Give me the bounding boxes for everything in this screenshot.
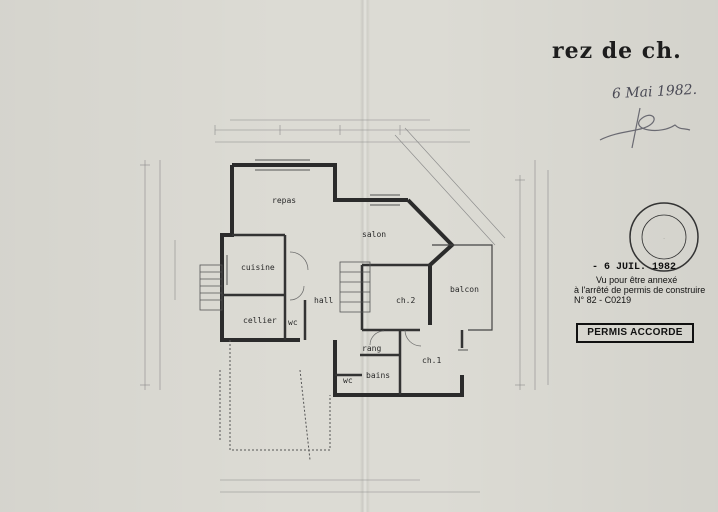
svg-text:·: · bbox=[663, 236, 664, 241]
stamp-text-line-1: Vu pour être annexé bbox=[596, 275, 678, 285]
room-label-ch1: ch.1 bbox=[422, 356, 442, 365]
stamp-text-line-2: à l'arrêté de permis de construire bbox=[574, 285, 706, 295]
signature-mark bbox=[599, 107, 691, 149]
room-label-rang: rang bbox=[362, 344, 382, 353]
room-label-cellier: cellier bbox=[243, 316, 277, 325]
room-label-wc-2: wc bbox=[343, 376, 353, 385]
room-label-hall: hall bbox=[314, 296, 334, 305]
room-label-wc-1: wc bbox=[288, 318, 298, 327]
room-label-bains: bains bbox=[366, 371, 391, 380]
stamp-permit-number: N° 82 - C0219 bbox=[574, 295, 632, 305]
permis-accorde-stamp: PERMIS ACCORDE bbox=[576, 323, 694, 343]
paper-fold bbox=[360, 0, 370, 512]
room-label-salon: salon bbox=[362, 230, 387, 239]
room-label-repas: repas bbox=[272, 196, 297, 205]
official-seal: · bbox=[629, 202, 699, 272]
room-label-cuisine: cuisine bbox=[241, 263, 275, 272]
stamp-date: - 6 JUIL. 1982 bbox=[592, 262, 677, 273]
room-label-balcon: balcon bbox=[450, 285, 479, 294]
room-label-ch2: ch.2 bbox=[396, 296, 416, 305]
drawing-title: rez de ch. bbox=[552, 38, 682, 64]
